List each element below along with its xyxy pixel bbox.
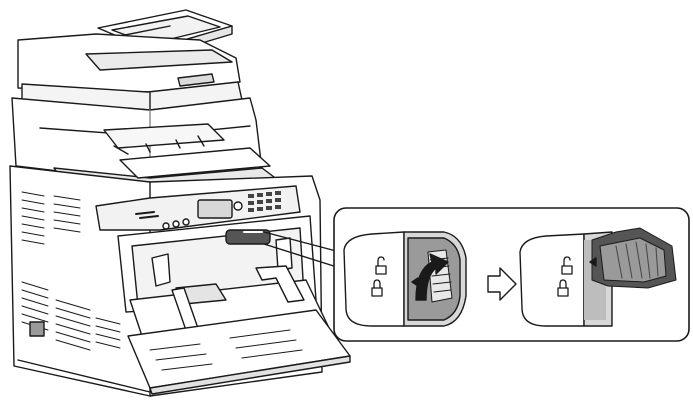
lock-lever-upper bbox=[591, 227, 677, 289]
mp-tray bbox=[127, 265, 351, 395]
detail-callout bbox=[333, 207, 690, 342]
printer-body bbox=[9, 9, 351, 397]
side-vents bbox=[21, 191, 121, 351]
unlock-icon bbox=[375, 256, 387, 275]
control-panel bbox=[95, 185, 301, 231]
panel-buttons bbox=[162, 201, 243, 230]
lock-icon bbox=[371, 279, 383, 297]
power-connector bbox=[29, 321, 45, 337]
arrow-right-icon bbox=[487, 267, 517, 301]
cartridge-after bbox=[519, 227, 677, 327]
lock-icon-after bbox=[557, 279, 569, 297]
keypad bbox=[248, 191, 281, 212]
arrow-marker-icon bbox=[411, 277, 419, 287]
unlock-icon-after bbox=[561, 256, 573, 275]
lcd-display bbox=[197, 199, 233, 219]
toner-lever-in-printer bbox=[225, 229, 271, 245]
adf-unit bbox=[17, 33, 243, 111]
arrow-marker-icon-after bbox=[589, 257, 597, 267]
cartridge-before bbox=[343, 231, 467, 327]
callout-leader bbox=[263, 231, 341, 269]
